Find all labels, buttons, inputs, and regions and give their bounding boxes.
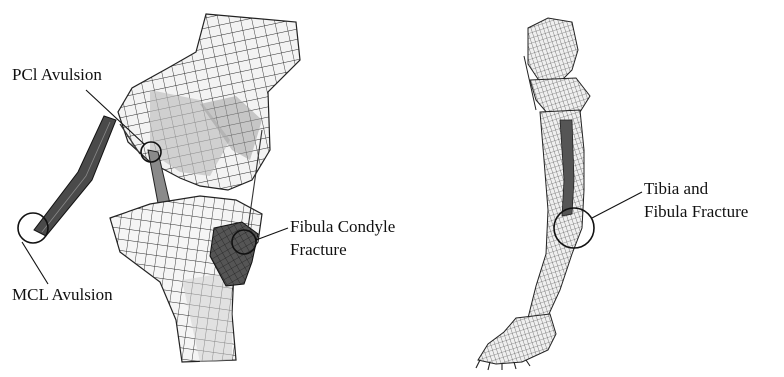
- leg-knee-mesh: [530, 78, 590, 114]
- tibia-fracture-leader: [592, 192, 642, 218]
- fibula-condyle-label-line2: Fracture: [290, 239, 347, 261]
- leg-model: [476, 18, 642, 370]
- fibula-condyle-leader: [256, 228, 288, 240]
- tibia-fracture-label-line1: Tibia and: [644, 178, 708, 200]
- leg-tibia-mesh: [528, 110, 584, 318]
- mcl-ligament: [34, 116, 116, 236]
- leg-foot-mesh: [478, 314, 556, 364]
- leg-femur-mesh: [528, 18, 578, 82]
- mcl-avulsion-label: MCL Avulsion: [12, 284, 113, 306]
- fibula-condyle-label-line1: Fibula Condyle: [290, 216, 395, 238]
- tibia-fracture-label-line2: Fibula Fracture: [644, 201, 748, 223]
- mcl-leader: [22, 242, 48, 284]
- pcl-avulsion-label: PCl Avulsion: [12, 64, 102, 86]
